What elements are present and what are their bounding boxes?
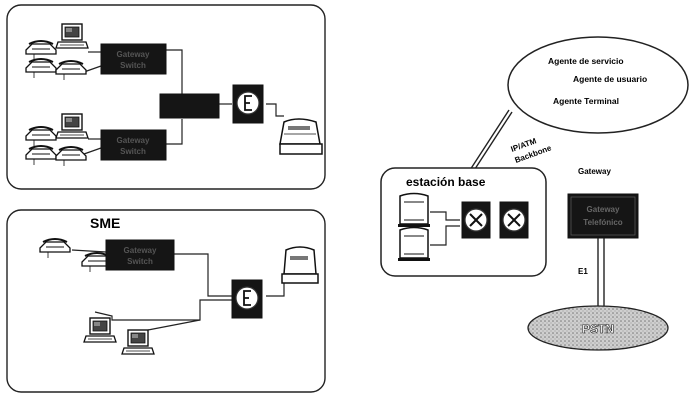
base-station-title: estación base <box>406 175 486 189</box>
switch-label: Gateway <box>124 246 157 255</box>
switch-label: Gateway <box>117 50 150 59</box>
gateway-box-label: Gateway <box>587 205 620 214</box>
pc-icon <box>55 23 89 49</box>
gateway-top-label: Gateway <box>578 167 611 176</box>
e1-link: E1 <box>578 238 605 310</box>
pc-icon <box>83 317 117 343</box>
sme-panel: SME Gateway Switch <box>6 209 326 393</box>
core-switch <box>159 93 220 119</box>
sme-title: SME <box>90 215 120 231</box>
phone-icon <box>25 40 57 61</box>
pc-icon <box>55 113 89 139</box>
pc-icon <box>121 329 155 355</box>
gateway-switch-1: Gateway Switch <box>100 43 167 75</box>
router-icon <box>499 201 529 239</box>
phone-icon <box>55 60 87 81</box>
terminal-adapter-icon <box>231 279 263 319</box>
agent-service-label: Agente de servicio <box>548 56 624 66</box>
phone-icon <box>25 126 57 147</box>
pstn-cloud: PSTN <box>527 305 669 351</box>
agent-user-label: Agente de usuario <box>573 74 647 84</box>
gateway-switch-sme: Gateway Switch <box>105 239 175 271</box>
phone-icon <box>25 145 57 166</box>
terminal-adapter-icon <box>232 84 264 124</box>
agent-terminal-label: Agente Terminal <box>553 96 619 106</box>
modem-icon <box>279 118 323 155</box>
switch-label: Gateway <box>117 136 150 145</box>
switch-label: Switch <box>127 257 153 266</box>
agents-cloud: Agente de servicio Agente de usuario Age… <box>507 36 689 134</box>
modem-icon <box>281 246 319 284</box>
switch-label: Switch <box>120 61 146 70</box>
router-icon <box>461 201 491 239</box>
pstn-label: PSTN <box>582 322 614 336</box>
gateway-switch-2: Gateway Switch <box>100 129 167 161</box>
sme-frame <box>6 209 326 393</box>
base-station: estación base <box>380 167 547 277</box>
top-left-panel: Gateway Switch Gateway Switch <box>6 4 326 190</box>
phone-icon <box>25 58 57 79</box>
top-left-links <box>83 49 284 155</box>
gateway-telefonico: Gateway Gateway Telefónico <box>567 167 639 239</box>
radio-unit-icon <box>397 192 431 228</box>
phone-icon <box>39 238 71 259</box>
gateway-box-label: Telefónico <box>583 218 623 227</box>
switch-label: Switch <box>120 147 146 156</box>
phone-icon <box>55 146 87 167</box>
top-left-frame <box>6 4 326 190</box>
radio-unit-icon <box>397 226 431 262</box>
e1-label: E1 <box>578 267 588 276</box>
